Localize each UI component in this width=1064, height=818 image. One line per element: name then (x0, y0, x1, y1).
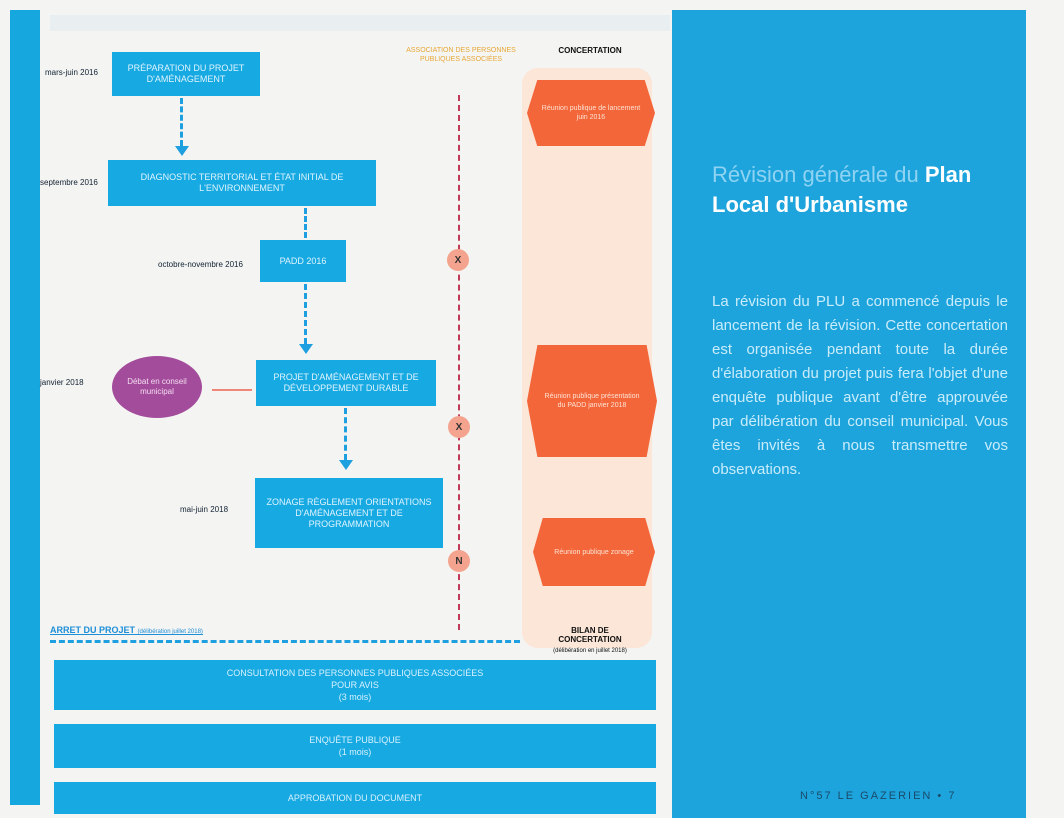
step-5-box: ZONAGE RÈGLEMENT ORIENTATIONS D'AMÉNAGEM… (255, 478, 443, 548)
connector-2 (304, 208, 307, 238)
bottom-box-2: ENQUÊTE PUBLIQUE (1 mois) (54, 724, 656, 768)
bilan-label: BILAN DE CONCERTATION (558, 626, 622, 644)
ppa-header: ASSOCIATION DES PERSONNES PUBLIQUES ASSO… (406, 47, 516, 63)
step-3-date: octobre-novembre 2016 (158, 260, 243, 269)
panel-title: Révision générale du Plan Local d'Urbani… (712, 160, 1012, 220)
info-panel (672, 10, 1026, 818)
bottom-box-1: CONSULTATION DES PERSONNES PUBLIQUES ASS… (54, 660, 656, 710)
arret-du-projet: ARRET DU PROJET (délibération juillet 20… (50, 625, 203, 635)
panel-title-bold: Plan Local d'Urbanisme (712, 162, 972, 217)
step-1-box: PRÉPARATION DU PROJET D'AMÉNAGEMENT (112, 52, 260, 96)
step-4-box: PROJET D'AMÉNAGEMENT ET DE DÉVELOPPEMENT… (256, 360, 436, 406)
step-2-date: septembre 2016 (40, 178, 98, 187)
bottom-box-1-line3: (3 mois) (338, 692, 372, 702)
bilan-sub: (délibération en juillet 2018) (553, 648, 627, 654)
bottom-box-2-line1: ENQUÊTE PUBLIQUE (309, 735, 401, 745)
oval-link-line (212, 389, 252, 391)
arret-label: ARRET DU PROJET (50, 625, 136, 635)
concertation-header: CONCERTATION (558, 46, 622, 55)
timeline-marker-1: X (447, 249, 469, 271)
step-5-date: mai-juin 2018 (180, 505, 229, 514)
concertation-item-3: Réunion publique zonage (533, 518, 655, 586)
left-accent-bar (10, 10, 40, 805)
ppa-timeline (458, 95, 460, 630)
connector-3 (304, 284, 307, 344)
page-footer: N°57 LE GAZERIEN • 7 (800, 790, 957, 802)
arrow-1 (175, 146, 189, 156)
arret-line (50, 640, 520, 643)
concertation-item-1: Réunion publique de lancement juin 2016 (527, 80, 655, 146)
debat-oval: Débat en conseil municipal (112, 356, 202, 418)
step-1-date: mars-juin 2016 (45, 68, 98, 77)
panel-body: La révision du PLU a commencé depuis le … (712, 293, 1008, 478)
bottom-box-1-line2: POUR AVIS (331, 680, 379, 690)
timeline-marker-2: X (448, 416, 470, 438)
timeline-marker-3: N (448, 550, 470, 572)
step-2-box: DIAGNOSTIC TERRITORIAL ET ÉTAT INITIAL D… (108, 160, 376, 206)
concertation-item-2: Réunion publique présentation du PADD ja… (527, 345, 657, 457)
connector-1 (180, 98, 183, 146)
step-4-date: janvier 2018 (40, 378, 84, 387)
bottom-box-3: APPROBATION DU DOCUMENT (54, 782, 656, 814)
step-3-box: PADD 2016 (260, 240, 346, 282)
bottom-box-3-line1: APPROBATION DU DOCUMENT (287, 793, 423, 803)
arrow-4 (339, 460, 353, 470)
arret-sub: (délibération juillet 2018) (137, 629, 203, 635)
panel-title-light: Révision générale du (712, 162, 919, 187)
bottom-box-2-line2: (1 mois) (338, 747, 372, 757)
arrow-3 (299, 344, 313, 354)
bottom-box-1-line1: CONSULTATION DES PERSONNES PUBLIQUES ASS… (226, 668, 484, 678)
top-header-strip (50, 15, 670, 31)
connector-4 (344, 408, 347, 460)
